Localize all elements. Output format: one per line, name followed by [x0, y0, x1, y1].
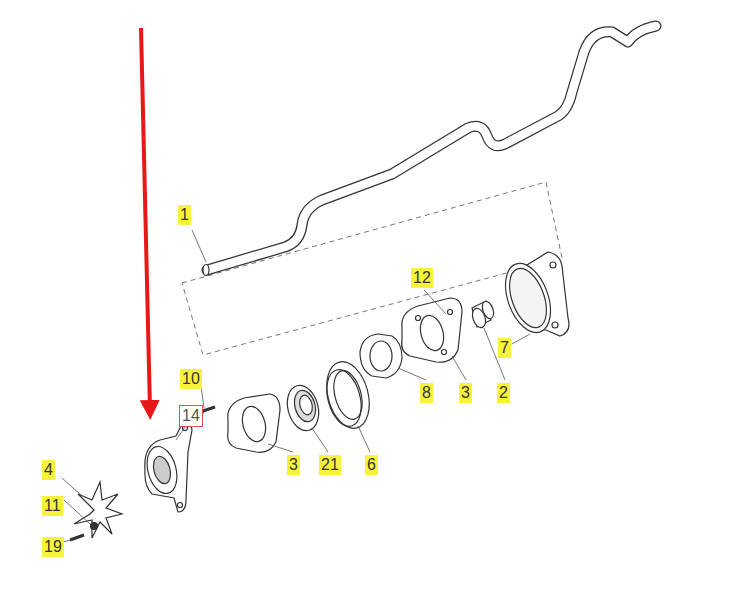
callout-number: 10	[180, 369, 202, 389]
callout-number: 11	[42, 496, 63, 516]
label-anchor: 3	[287, 455, 300, 475]
label-anchor: 19	[42, 537, 64, 557]
hose	[203, 26, 656, 276]
label-anchor: 2	[497, 383, 510, 403]
callout-number: 4	[42, 460, 55, 480]
parts	[70, 252, 569, 540]
label-anchor: 3	[459, 383, 472, 403]
callout-number: 2	[497, 383, 510, 403]
callout-number: 3	[459, 383, 472, 403]
label-anchor: 11	[42, 496, 63, 516]
callout-number: 3	[287, 455, 300, 475]
label-anchor: 10	[180, 369, 202, 389]
callout-number: 12	[411, 268, 433, 288]
label-anchor: 14	[179, 405, 203, 427]
label-anchor: 7	[498, 338, 511, 358]
callout-number: 1	[178, 205, 191, 225]
leader-lines	[62, 230, 530, 542]
callout-number: 7	[498, 338, 511, 358]
label-anchor: 4	[42, 460, 55, 480]
label-anchor: 8	[420, 383, 433, 403]
group-outline	[182, 182, 562, 355]
pointer-arrow	[141, 28, 150, 410]
label-anchor: 1	[178, 205, 191, 225]
callout-number: 21	[319, 455, 341, 475]
label-anchor: 21	[319, 455, 341, 475]
callout-number: 6	[365, 455, 378, 475]
callout-number: 19	[42, 537, 64, 557]
label-anchor: 12	[411, 268, 433, 288]
label-anchor: 6	[365, 455, 378, 475]
callout-number: 8	[420, 383, 433, 403]
callout-number: 14	[179, 405, 203, 427]
